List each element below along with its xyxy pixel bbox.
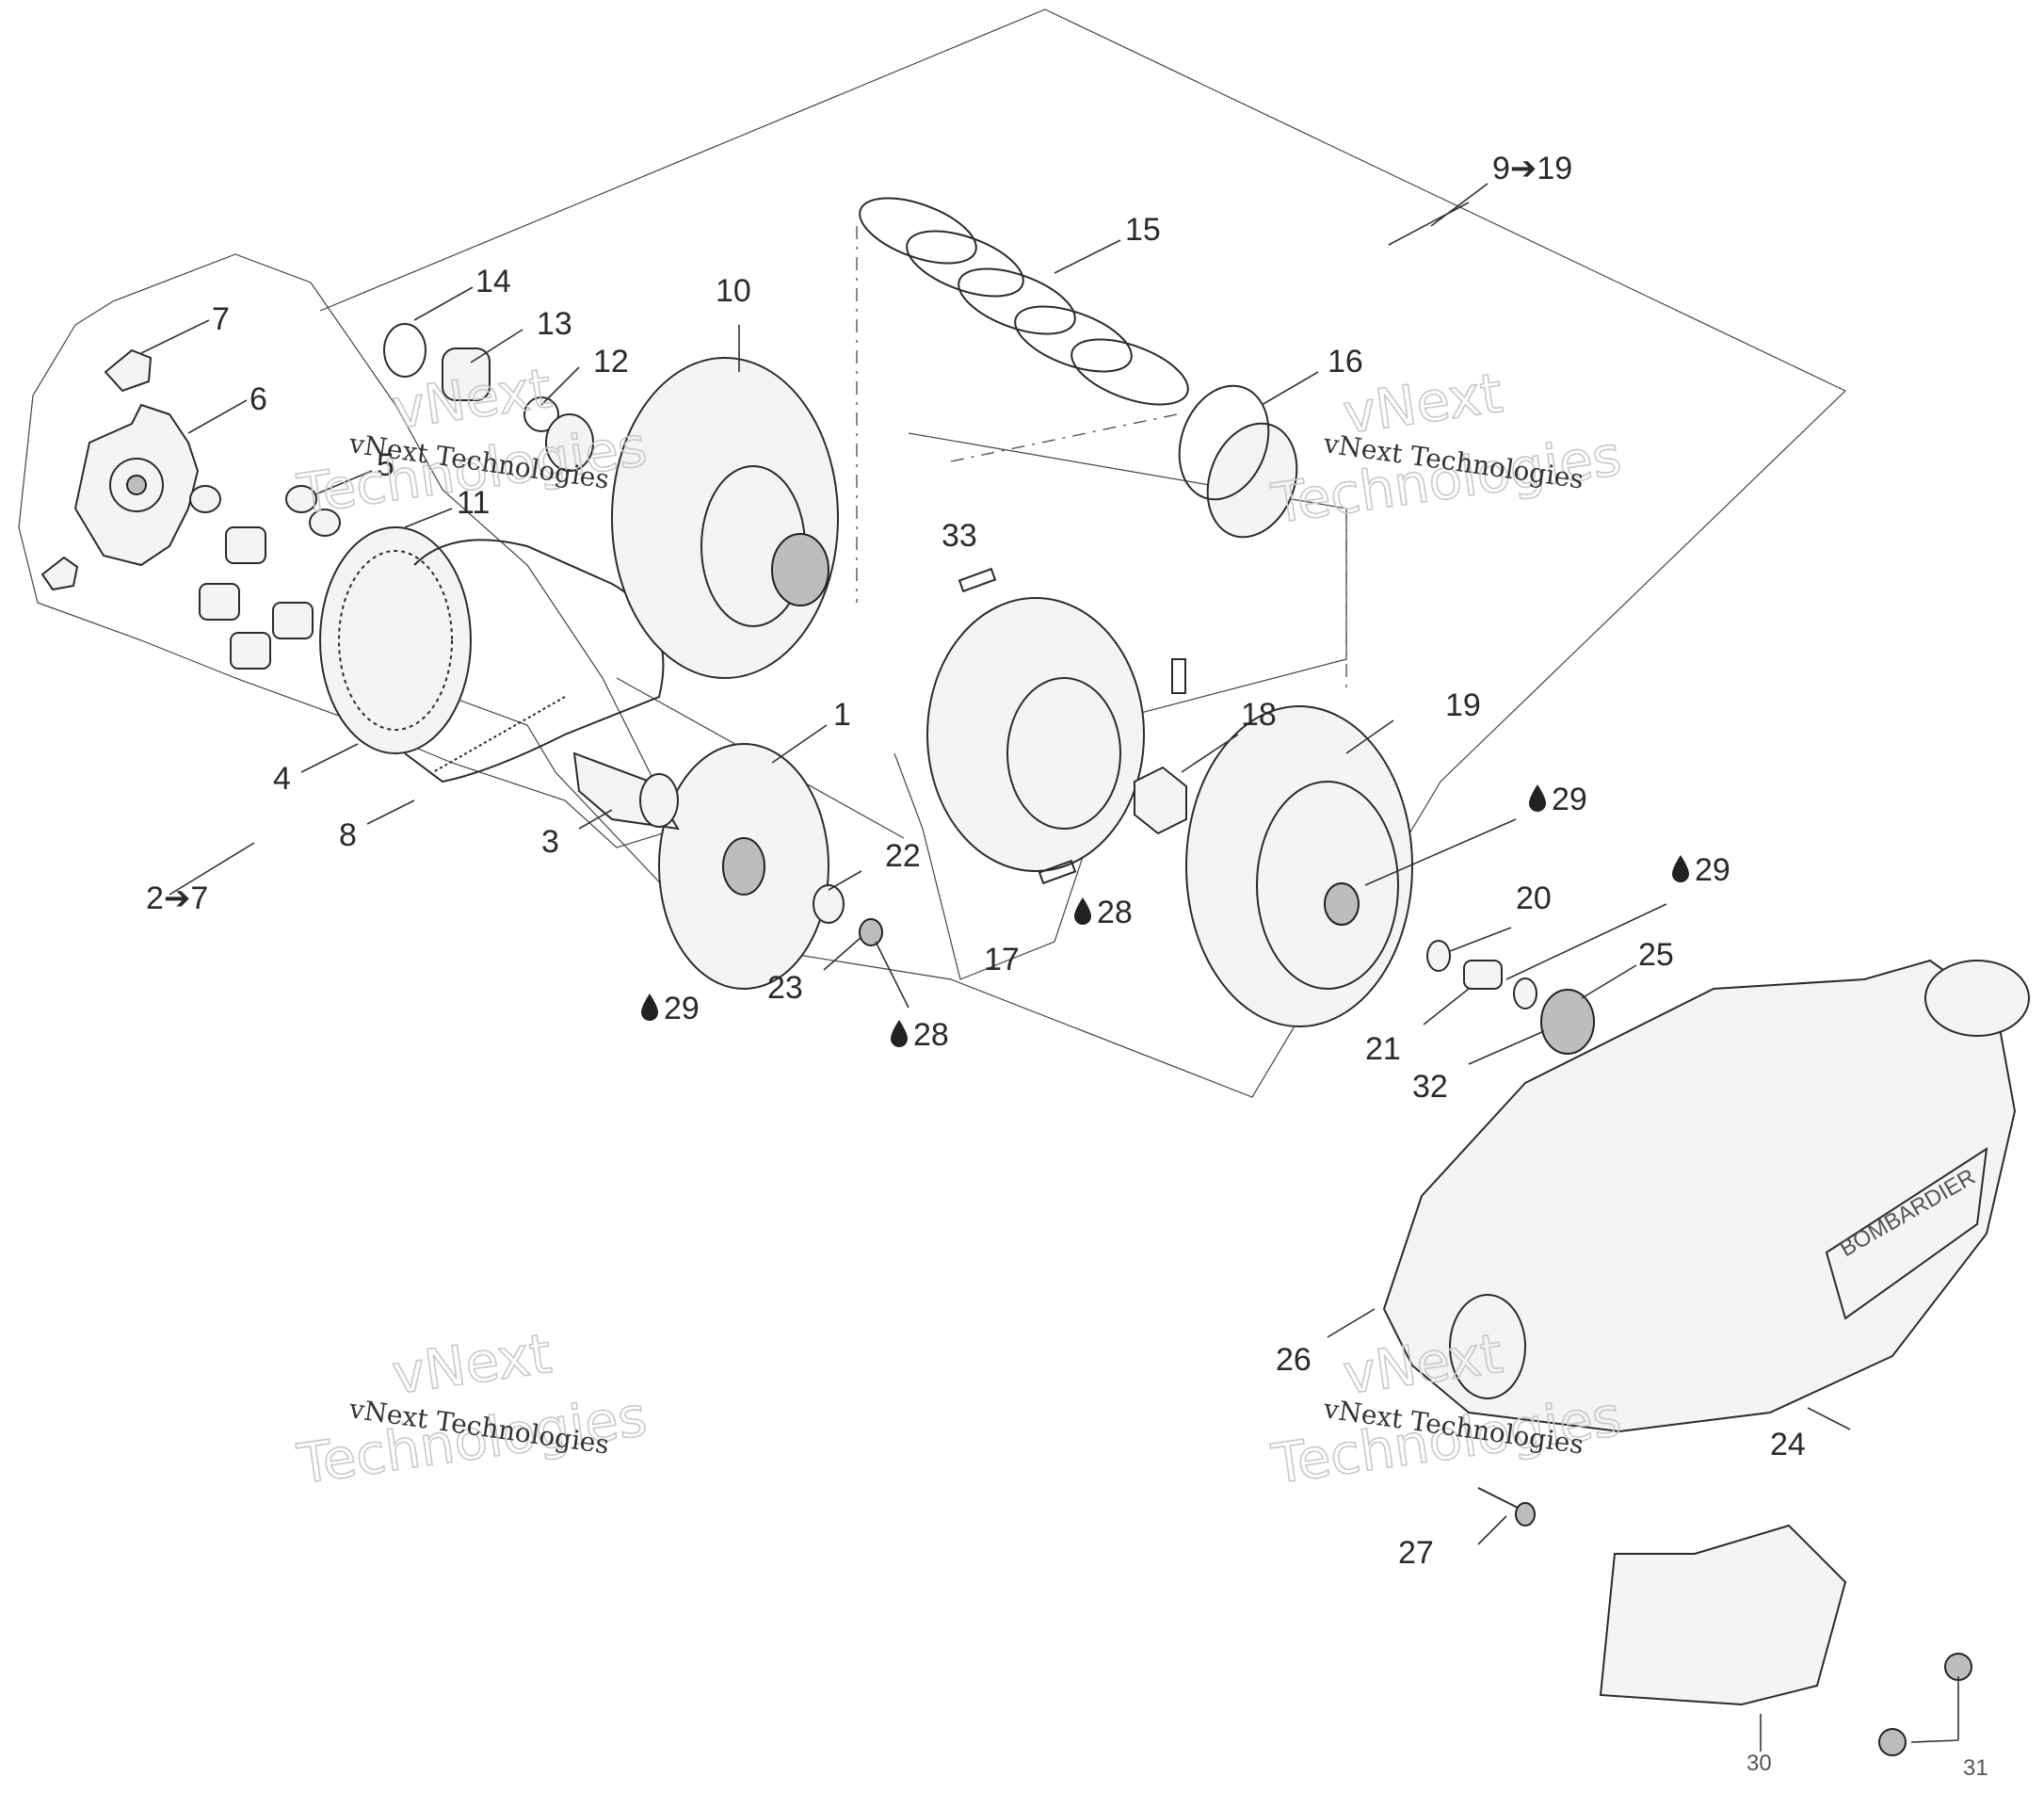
callout-17: 17 — [984, 942, 1020, 977]
oil-drop-icon — [1074, 897, 1091, 925]
fan-part-1 — [658, 743, 829, 990]
lube-29-fan: 29 — [641, 991, 700, 1026]
watermark-top-left: vNext Technologies vNext Technologies — [293, 355, 652, 527]
bushing-part-3 — [572, 751, 680, 831]
lube-29-shaft: 29 — [1672, 852, 1730, 888]
watermark-bottom-left: vNext Technologies vNext Technologies — [293, 1320, 652, 1497]
nut-part-18 — [1134, 766, 1187, 835]
callout-12: 12 — [593, 344, 629, 380]
callout-1: 1 — [833, 697, 851, 733]
svg-text:29: 29 — [1552, 782, 1587, 817]
oil-drop-icon — [641, 993, 658, 1021]
watermark-top-right: vNext Technologies vNext Technologies — [1267, 360, 1626, 537]
group-outline-9-19 — [319, 8, 1847, 1098]
callout-5: 5 — [377, 447, 394, 483]
callout-31: 31 — [1963, 1755, 1988, 1781]
callout-22: 22 — [885, 838, 921, 874]
duct-part-30 — [1599, 1524, 1847, 1706]
callout-3: 3 — [541, 824, 559, 860]
clutch-drum-part-19 — [1185, 705, 1413, 1027]
callout-14: 14 — [475, 264, 511, 299]
lube-28-nut: 28 — [891, 1017, 949, 1053]
oil-drop-icon — [1529, 784, 1546, 812]
callout-19: 19 — [1445, 687, 1481, 723]
callout-16: 16 — [1328, 344, 1363, 380]
callout-32: 32 — [1412, 1069, 1448, 1105]
group-outline-2-7 — [18, 253, 679, 848]
svg-text:29: 29 — [1695, 852, 1730, 888]
svg-text:vNext: vNext — [388, 1321, 555, 1407]
callout-24: 24 — [1770, 1427, 1806, 1462]
callout-26: 26 — [1276, 1342, 1312, 1378]
svg-text:vNext: vNext — [388, 356, 555, 442]
callout-labels: 7 6 5 11 14 13 12 10 15 16 33 4 8 3 1 22… — [212, 212, 1988, 1781]
driven-pulley-part-10 — [611, 357, 839, 679]
screws-part-31 — [1878, 1653, 1972, 1756]
callout-10: 10 — [716, 273, 751, 309]
callout-30: 30 — [1746, 1751, 1772, 1776]
svg-text:28: 28 — [1097, 895, 1133, 930]
leader-lines — [140, 183, 1959, 1752]
callout-25: 25 — [1638, 937, 1674, 973]
slider-part-7 — [40, 348, 153, 591]
lube-29-drum: 29 — [1529, 782, 1587, 817]
group-range-labels: 2➔7 9➔19 — [146, 151, 1572, 916]
small-parts-11-14 — [383, 323, 594, 472]
group-label-9-19: 9➔19 — [1492, 151, 1572, 186]
callout-23: 23 — [767, 970, 803, 1006]
callout-4: 4 — [273, 761, 291, 797]
callout-13: 13 — [537, 306, 572, 342]
clutch-part-17 — [926, 567, 1186, 885]
svg-text:29: 29 — [664, 991, 700, 1026]
spring-part-15 — [859, 197, 1189, 406]
lubricant-labels: 29 28 28 29 29 — [641, 782, 1730, 1053]
drive-pulley-part-4 — [319, 526, 472, 754]
roller-weights-part-5 — [189, 485, 341, 670]
callout-7: 7 — [212, 301, 230, 337]
screw-part-27 — [1477, 1487, 1536, 1526]
washer-nut-parts-22-23 — [813, 884, 883, 946]
callout-21: 21 — [1365, 1031, 1401, 1067]
callout-33: 33 — [942, 518, 977, 554]
sleeve-part-16 — [1178, 384, 1298, 539]
svg-text:28: 28 — [913, 1017, 949, 1053]
callout-11: 11 — [457, 485, 490, 521]
callout-18: 18 — [1241, 697, 1277, 733]
shaft-bearing-parts-20-32 — [1426, 940, 1595, 1055]
callout-20: 20 — [1516, 880, 1552, 916]
callout-15: 15 — [1125, 212, 1161, 248]
callout-27: 27 — [1398, 1535, 1434, 1571]
group-label-2-7: 2➔7 — [146, 880, 208, 916]
ramp-plate-part-6 — [73, 403, 200, 567]
callout-6: 6 — [249, 381, 267, 417]
oil-drop-icon — [891, 1020, 908, 1047]
centerline-dashes — [856, 226, 1347, 687]
lube-28-clutch: 28 — [1074, 895, 1133, 930]
callout-8: 8 — [339, 817, 357, 853]
cover-part-24: BOMBARDIER — [1382, 959, 2030, 1433]
oil-drop-icon — [1672, 855, 1689, 882]
